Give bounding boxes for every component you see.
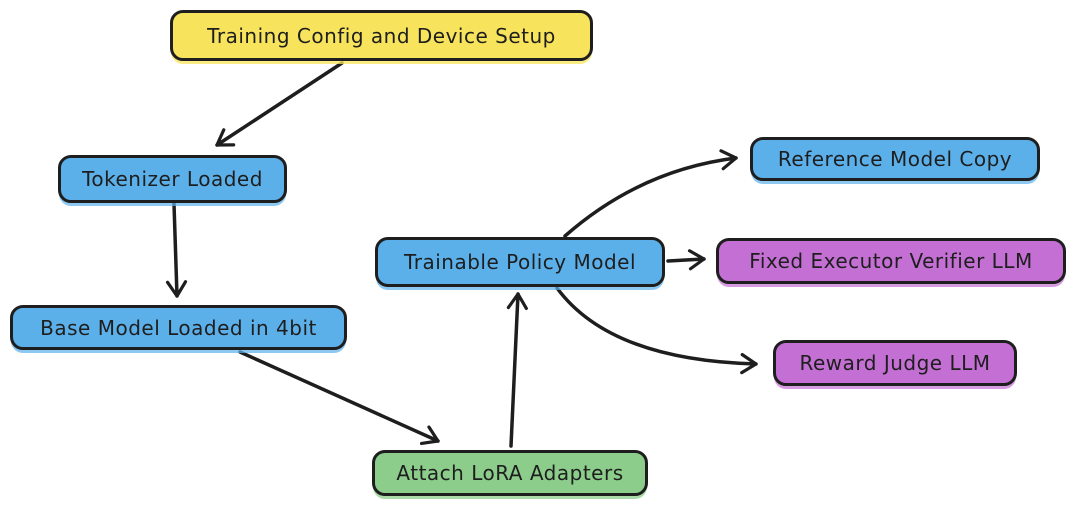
arrow-training-config-to-tokenizer[interactable] <box>215 61 344 147</box>
arrow-policy-model-to-reward-judge[interactable] <box>555 286 758 375</box>
node-label: Training Config and Device Setup <box>207 23 556 48</box>
node-trainable-policy-model[interactable]: Trainable Policy Model <box>375 237 665 287</box>
arrow-policy-model-to-fixed-executor[interactable] <box>666 249 706 271</box>
node-label: Tokenizer Loaded <box>82 167 263 191</box>
node-base-model-loaded-4bit[interactable]: Base Model Loaded in 4bit <box>10 305 347 350</box>
arrow-policy-model-to-reference-copy[interactable] <box>563 149 738 238</box>
arrow-tokenizer-to-base-model[interactable] <box>165 202 188 298</box>
arrow-attach-lora-to-policy-model[interactable] <box>506 292 528 448</box>
node-label: Base Model Loaded in 4bit <box>40 315 317 340</box>
node-label: Attach LoRA Adapters <box>396 461 624 485</box>
node-reference-model-copy[interactable]: Reference Model Copy <box>750 137 1040 181</box>
node-training-config-device-setup[interactable]: Training Config and Device Setup <box>170 10 593 61</box>
node-reward-judge-llm[interactable]: Reward Judge LLM <box>773 340 1017 386</box>
node-attach-lora-adapters[interactable]: Attach LoRA Adapters <box>372 450 648 496</box>
node-fixed-executor-verifier-llm[interactable]: Fixed Executor Verifier LLM <box>716 238 1066 284</box>
node-tokenizer-loaded[interactable]: Tokenizer Loaded <box>58 155 287 203</box>
node-label: Fixed Executor Verifier LLM <box>749 249 1033 273</box>
arrow-base-model-to-attach-lora[interactable] <box>238 350 440 446</box>
node-label: Reference Model Copy <box>777 147 1013 171</box>
node-label: Reward Judge LLM <box>799 351 991 375</box>
node-label: Trainable Policy Model <box>403 250 637 274</box>
